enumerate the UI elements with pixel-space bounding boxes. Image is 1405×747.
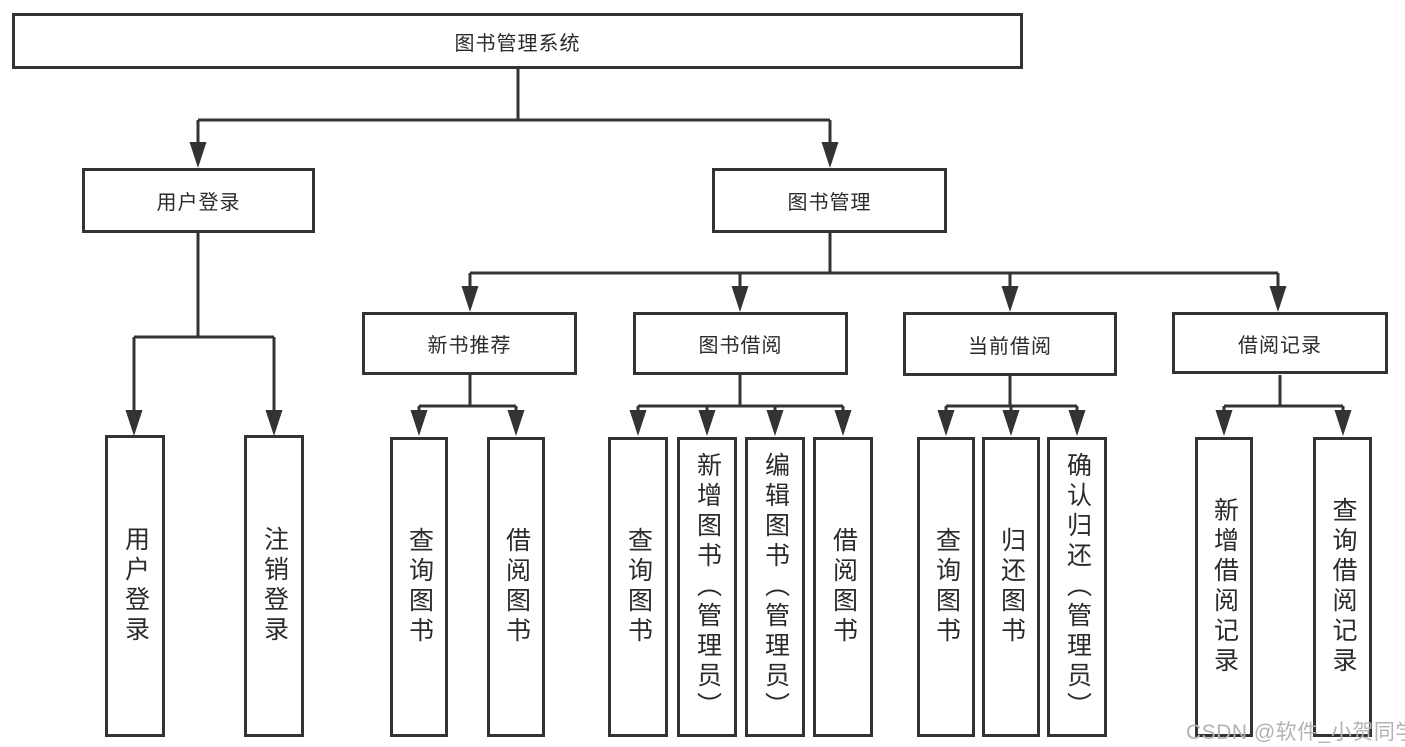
leaf-return-book: 归还图书: [982, 437, 1040, 737]
node-borrowing-records: 借阅记录: [1172, 312, 1388, 374]
leaf-query-books-current: 查询图书: [917, 437, 975, 737]
node-user-login: 用户登录: [82, 168, 315, 233]
csdn-watermark: CSDN @软件_小贺同学: [1186, 721, 1405, 744]
leaf-add-borrow-record: 新增借阅记录: [1195, 437, 1253, 737]
leaf-borrow-books-borrowing: 借阅图书: [813, 437, 873, 737]
node-book-borrowing: 图书借阅: [633, 312, 848, 375]
leaf-query-books-recommend: 查询图书: [390, 437, 448, 737]
leaf-borrow-books-recommend: 借阅图书: [487, 437, 545, 737]
node-new-book-recommendation: 新书推荐: [362, 312, 577, 375]
leaf-confirm-return-admin: 确认归还（管理员）: [1047, 437, 1107, 737]
leaf-edit-book-admin: 编辑图书（管理员）: [745, 437, 805, 737]
leaf-add-book-admin: 新增图书（管理员）: [677, 437, 737, 737]
leaf-logout: 注销登录: [244, 435, 304, 737]
leaf-query-books-borrowing: 查询图书: [608, 437, 668, 737]
leaf-query-borrow-record: 查询借阅记录: [1313, 437, 1372, 737]
leaf-user-login: 用户登录: [105, 435, 165, 737]
arrowhead-icons: [125, 142, 1352, 436]
node-current-borrowing: 当前借阅: [903, 312, 1117, 376]
node-library-management-system: 图书管理系统: [12, 13, 1023, 69]
node-book-management: 图书管理: [712, 168, 947, 233]
